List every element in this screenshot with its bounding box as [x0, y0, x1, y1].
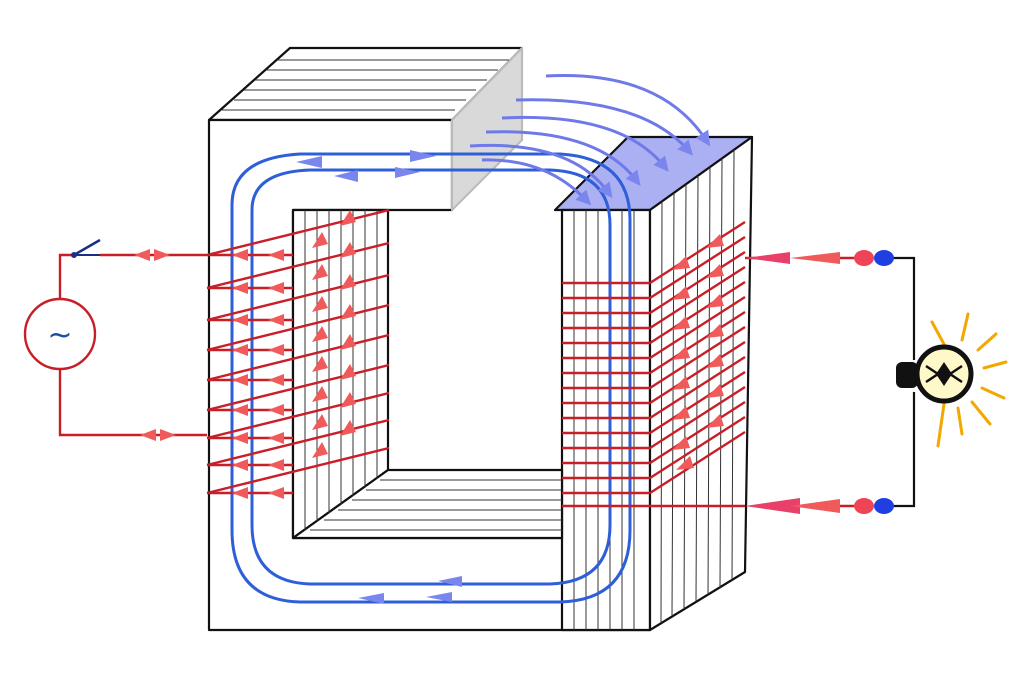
- window-bottom-wall: [291, 468, 564, 540]
- primary-circuit: [58, 253, 207, 437]
- flux-loop-inner: [250, 168, 612, 586]
- secondary-current-arrows: [672, 234, 724, 470]
- secondary-winding: [562, 220, 790, 508]
- flux-direction-arrows: [296, 150, 462, 604]
- switch-icon: [71, 238, 101, 258]
- secondary-circuit: [886, 256, 916, 508]
- terminal-top-red: [854, 250, 874, 266]
- lamp-rays: [930, 312, 1008, 448]
- terminal-bottom-blue: [874, 498, 894, 514]
- primary-current-arrows: [232, 210, 356, 499]
- flux-loop-outer: [230, 152, 632, 604]
- ac-source-symbol: ~: [47, 318, 72, 353]
- ac-source-icon: ~: [23, 297, 97, 371]
- terminal-bottom-red: [854, 498, 874, 514]
- leakage-flux: [469, 74, 711, 206]
- light-bulb-icon: [896, 312, 1008, 448]
- secondary-lead-arrows: [745, 252, 858, 514]
- core-right-front-face: [560, 208, 652, 632]
- magnetic-flux-paths: [230, 152, 632, 604]
- secondary-terminals: [854, 250, 894, 514]
- core-right-side-face: [648, 135, 754, 632]
- primary-lead-arrows: [134, 249, 176, 441]
- terminal-top-blue: [874, 250, 894, 266]
